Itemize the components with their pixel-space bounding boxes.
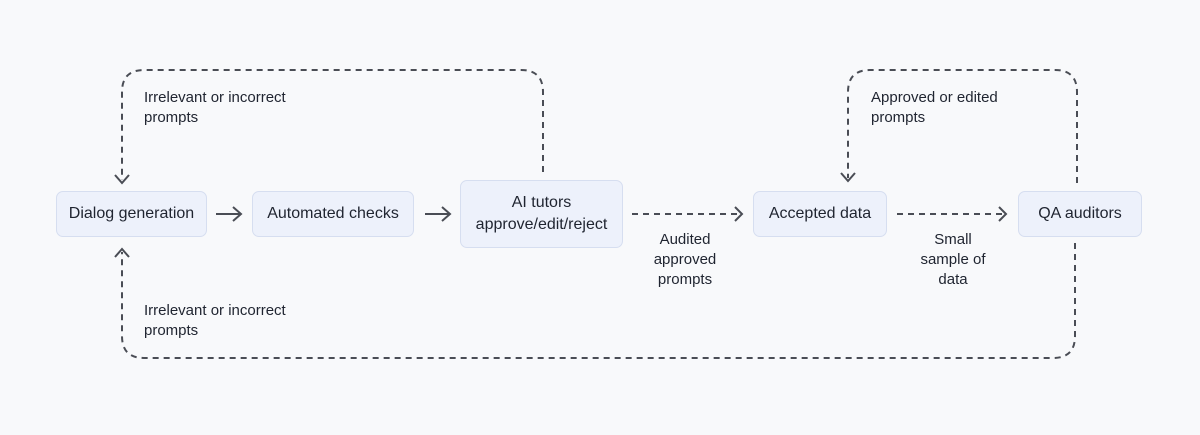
label-bottom-loop: Irrelevant or incorrect prompts [144,301,286,341]
label-top-left-loop: Irrelevant or incorrect prompts [144,88,286,128]
node-ai-tutors-label-line2: approve/edit/reject [475,216,608,233]
node-qa-auditors: QA auditors [1018,191,1142,237]
node-automated-checks: Automated checks [252,191,414,237]
label-top-left-loop-line2: prompts [144,109,199,126]
label-top-left-loop-line1: Irrelevant or incorrect [144,89,286,106]
label-bottom-loop-line2: prompts [144,322,199,339]
node-ai-tutors: AI tutors approve/edit/reject [460,180,623,248]
node-qa-auditors-label: QA auditors [1038,205,1122,222]
node-dialog-generation-label: Dialog generation [68,205,195,222]
label-approved-edited-line1: Approved or edited [871,89,998,106]
node-automated-checks-label: Automated checks [267,205,399,222]
arrow-tutors-to-accepted [632,206,744,222]
label-audited-line3: prompts [657,271,713,288]
node-accepted-data-label: Accepted data [768,205,872,222]
loop-tutors-to-dialog [114,69,544,185]
label-bottom-loop-line1: Irrelevant or incorrect [144,302,286,319]
loop-qa-to-accepted [840,69,1078,183]
label-small-sample: Small sample of data [908,230,998,290]
label-sample-line1: Small [934,231,972,248]
label-audited-approved-prompts: Audited approved prompts [640,230,730,290]
node-ai-tutors-label-line1: AI tutors [511,194,572,211]
arrow-checks-to-tutors [425,206,452,222]
label-audited-line2: approved [653,251,717,268]
label-sample-line3: data [938,271,968,288]
node-dialog-generation: Dialog generation [56,191,207,237]
loop-qa-to-dialog [114,243,1076,359]
label-sample-line2: sample of [920,251,986,268]
label-approved-edited-line2: prompts [871,109,926,126]
arrow-accepted-to-qa [897,206,1008,222]
node-accepted-data: Accepted data [753,191,887,237]
label-approved-or-edited: Approved or edited prompts [871,88,998,128]
label-audited-line1: Audited [659,231,711,248]
arrow-dialog-to-checks [216,206,243,222]
